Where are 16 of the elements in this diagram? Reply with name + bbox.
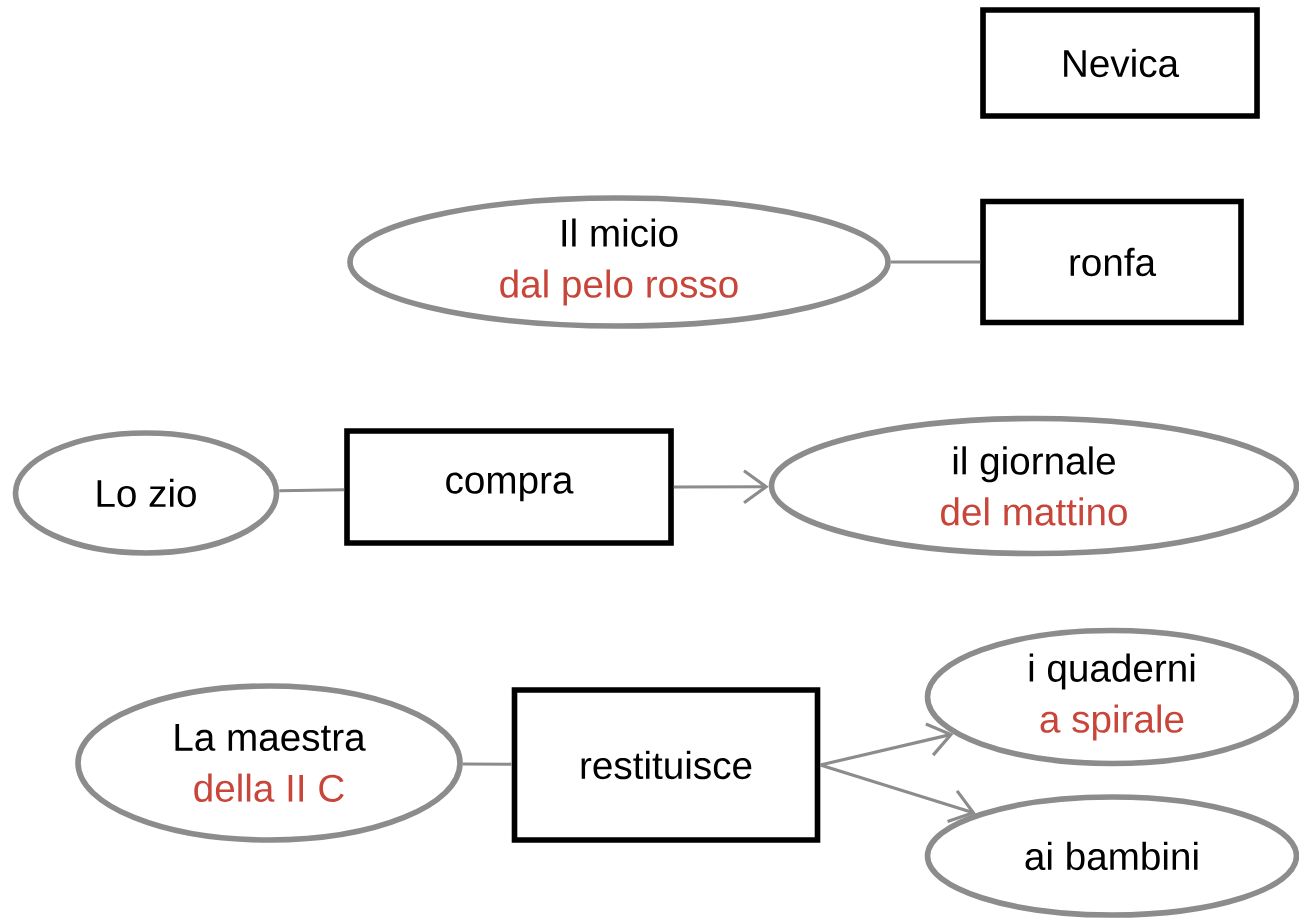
arrow [819, 763, 976, 823]
connector-line [279, 488, 345, 493]
ellipse-node: Il micio dal pelo rosso [347, 195, 891, 329]
arrow [673, 469, 769, 505]
connector-line [890, 260, 981, 264]
arrow [819, 722, 954, 767]
ellipse-node: Lo zio [12, 430, 280, 556]
rectangle-box: compra [344, 428, 674, 546]
ellipse-node: i quaderni a spirale [924, 627, 1299, 767]
connector-line [462, 762, 512, 766]
ellipse-node: La maestra della II C [75, 683, 463, 843]
rectangle-box: Nevica [980, 7, 1260, 119]
rectangle-box: ronfa [980, 198, 1244, 326]
ellipse-node: ai bambini [924, 794, 1299, 918]
ellipse-node: il giornale del mattino [768, 415, 1299, 557]
rectangle-box: restituisce [511, 687, 821, 843]
